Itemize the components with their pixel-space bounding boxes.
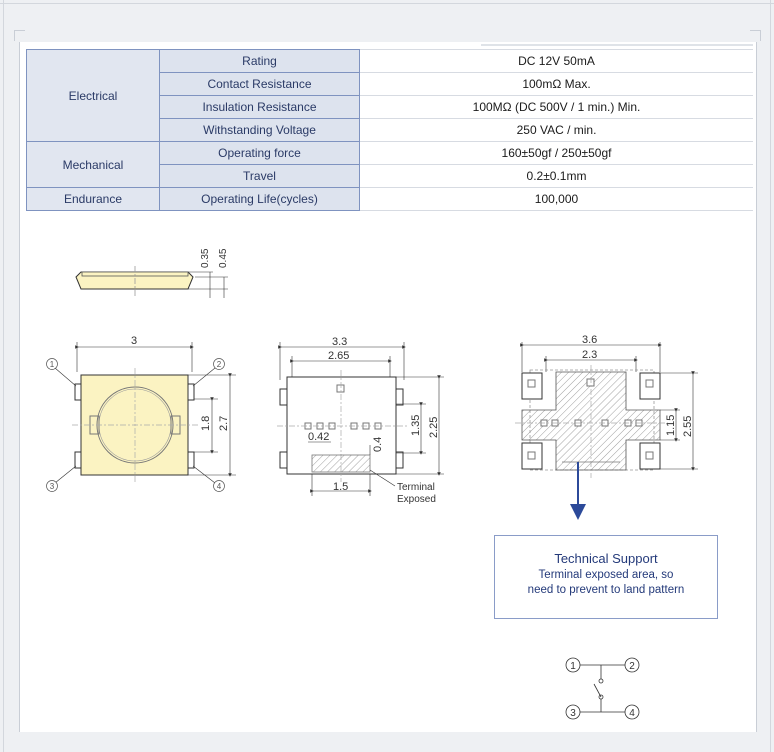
value-cell: DC 12V 50mA (359, 49, 753, 73)
dim-label: 0.35 (200, 248, 211, 268)
dim-label: 3.6 (582, 334, 597, 346)
side-view: 0.35 0.45 (75, 248, 229, 298)
frame-line-left (3, 0, 4, 752)
dim-label: 2.3 (582, 349, 597, 361)
frame-line-top (0, 3, 774, 4)
category-endurance: Endurance (26, 187, 160, 211)
terminal-label: Terminal (397, 482, 435, 493)
table-row: Endurance Operating Life(cycles) 100,000 (26, 187, 753, 211)
pin-label: 4 (217, 482, 222, 491)
header-rule (481, 44, 753, 46)
switch-schematic: 1 2 3 4 (565, 657, 640, 720)
param-cell: Rating (159, 49, 360, 73)
category-electrical: Electrical (26, 49, 160, 142)
spec-table: Electrical Rating DC 12V 50mA Contact Re… (26, 49, 753, 211)
terminal-label: Exposed (397, 494, 436, 505)
dim-label: 0.45 (218, 248, 229, 268)
param-cell: Operating Life(cycles) (159, 187, 360, 211)
param-cell: Contact Resistance (159, 72, 360, 96)
value-cell: 0.2±0.1mm (359, 164, 753, 188)
param-cell: Insulation Resistance (159, 95, 360, 119)
dim-label: 3.3 (332, 336, 347, 348)
value-cell: 100mΩ Max. (359, 72, 753, 96)
param-cell: Withstanding Voltage (159, 118, 360, 142)
pin-callouts: 1 2 3 4 (46, 358, 225, 492)
technical-support-box: Technical Support Terminal exposed area,… (494, 535, 718, 619)
dim-label: 3 (131, 335, 137, 347)
value-cell: 100MΩ (DC 500V / 1 min.) Min. (359, 95, 753, 119)
dim-label: 0.42 (308, 431, 329, 443)
support-title: Technical Support (554, 551, 658, 566)
dim-label: 2.55 (682, 416, 694, 437)
dim-label: 1.35 (410, 415, 422, 436)
pin-label: 2 (217, 360, 222, 369)
dim-label: 1.8 (200, 416, 212, 431)
top-view: 3 1.8 2.7 1 2 3 4 (46, 335, 236, 492)
pin-label: 4 (629, 708, 635, 719)
pin-label: 3 (50, 482, 55, 491)
frame-line-right (770, 0, 771, 752)
pin-label: 1 (50, 360, 55, 369)
corner-mark (14, 30, 25, 41)
table-row: Insulation Resistance 100MΩ (DC 500V / 1… (27, 95, 753, 119)
table-row: Contact Resistance 100mΩ Max. (27, 72, 753, 96)
table-row: Travel 0.2±0.1mm (27, 164, 753, 188)
corner-mark (750, 30, 761, 41)
land-pattern-view: 3.6 2.3 1.15 2.55 (515, 334, 698, 520)
category-mechanical: Mechanical (26, 141, 160, 188)
support-line: need to prevent to land pattern (527, 584, 685, 596)
table-row: Mechanical Operating force 160±50gf / 25… (26, 141, 753, 188)
dim-label: 2.7 (218, 416, 230, 431)
dim-label: 0.4 (372, 437, 384, 452)
value-cell: 100,000 (359, 187, 753, 211)
dim-label: 2.65 (328, 350, 349, 362)
pin-label: 3 (570, 708, 576, 719)
dim-label: 2.25 (428, 417, 440, 438)
value-cell: 160±50gf / 250±50gf (359, 141, 753, 165)
pin-label: 1 (570, 661, 576, 672)
param-cell: Operating force (159, 141, 360, 165)
support-line: Terminal exposed area, so (538, 569, 674, 581)
pin-label: 2 (629, 661, 635, 672)
param-cell: Travel (159, 164, 360, 188)
table-row: Electrical Rating DC 12V 50mA (26, 49, 753, 142)
dim-label: 1.15 (665, 415, 677, 436)
bottom-view: 3.3 2.65 0.42 0.4 1.35 2.25 (277, 336, 444, 505)
dim-label: 1.5 (333, 481, 348, 493)
